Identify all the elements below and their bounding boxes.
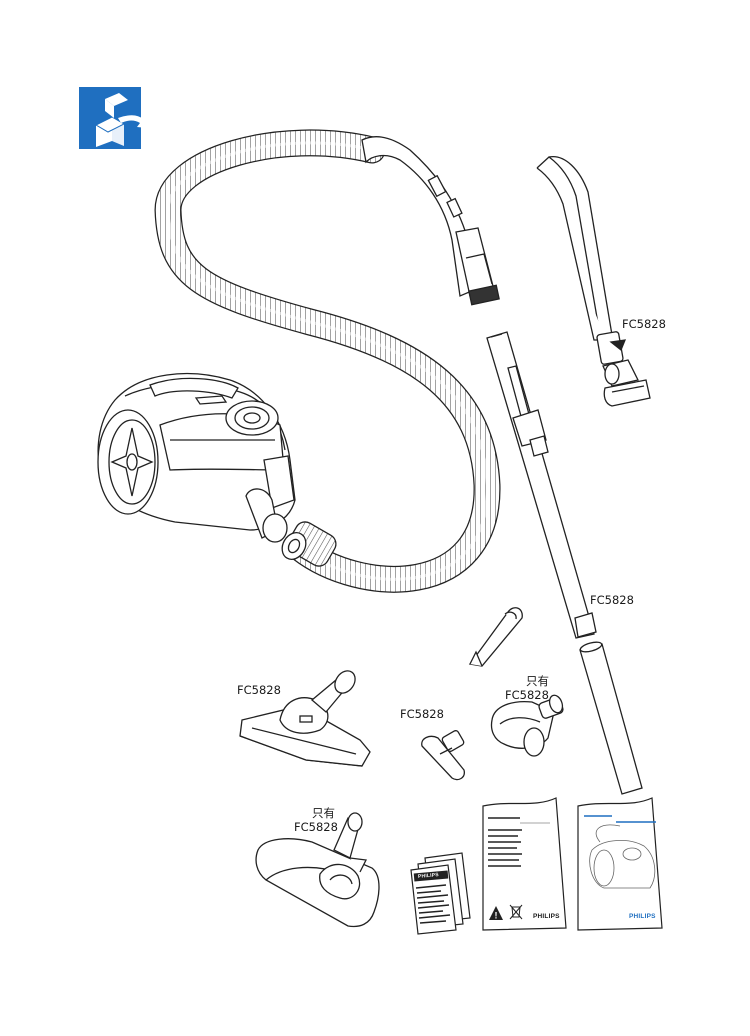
vacuum-wheel xyxy=(97,409,159,515)
floor-nozzle-2 xyxy=(255,812,380,928)
small-nozzle xyxy=(421,730,465,781)
manual-brand: PHILIPS xyxy=(533,913,560,920)
tube-lower xyxy=(579,641,643,795)
label-nozzle2-only: 只有 xyxy=(312,806,335,820)
user-manual xyxy=(482,797,567,931)
label-nozzle2-model: FC5828 xyxy=(294,820,338,834)
booklet-stack xyxy=(410,852,471,935)
label-turbo-only: 只有 xyxy=(526,674,549,688)
crevice-tool xyxy=(468,607,523,667)
label-floor-nozzle: FC5828 xyxy=(237,683,281,697)
tube-telescopic xyxy=(486,331,597,639)
hose xyxy=(154,129,501,593)
tube-top xyxy=(536,156,651,407)
label-tube-telescopic: FC5828 xyxy=(590,593,634,607)
label-tube-top: FC5828 xyxy=(622,317,666,331)
weee-bin-icon xyxy=(509,904,523,920)
hose-connector xyxy=(281,521,337,567)
guide-brand: PHILIPS xyxy=(629,913,656,920)
unpack-box-icon xyxy=(79,87,148,149)
warning-icon: ! xyxy=(489,906,503,921)
floor-nozzle xyxy=(239,670,371,767)
turbo-brush xyxy=(490,694,564,757)
svg-text:!: ! xyxy=(495,911,498,921)
hose-handle xyxy=(361,136,500,306)
label-turbo-model: FC5828 xyxy=(505,688,549,702)
quick-start-guide xyxy=(577,797,663,931)
label-small-nozzle: FC5828 xyxy=(400,707,444,721)
